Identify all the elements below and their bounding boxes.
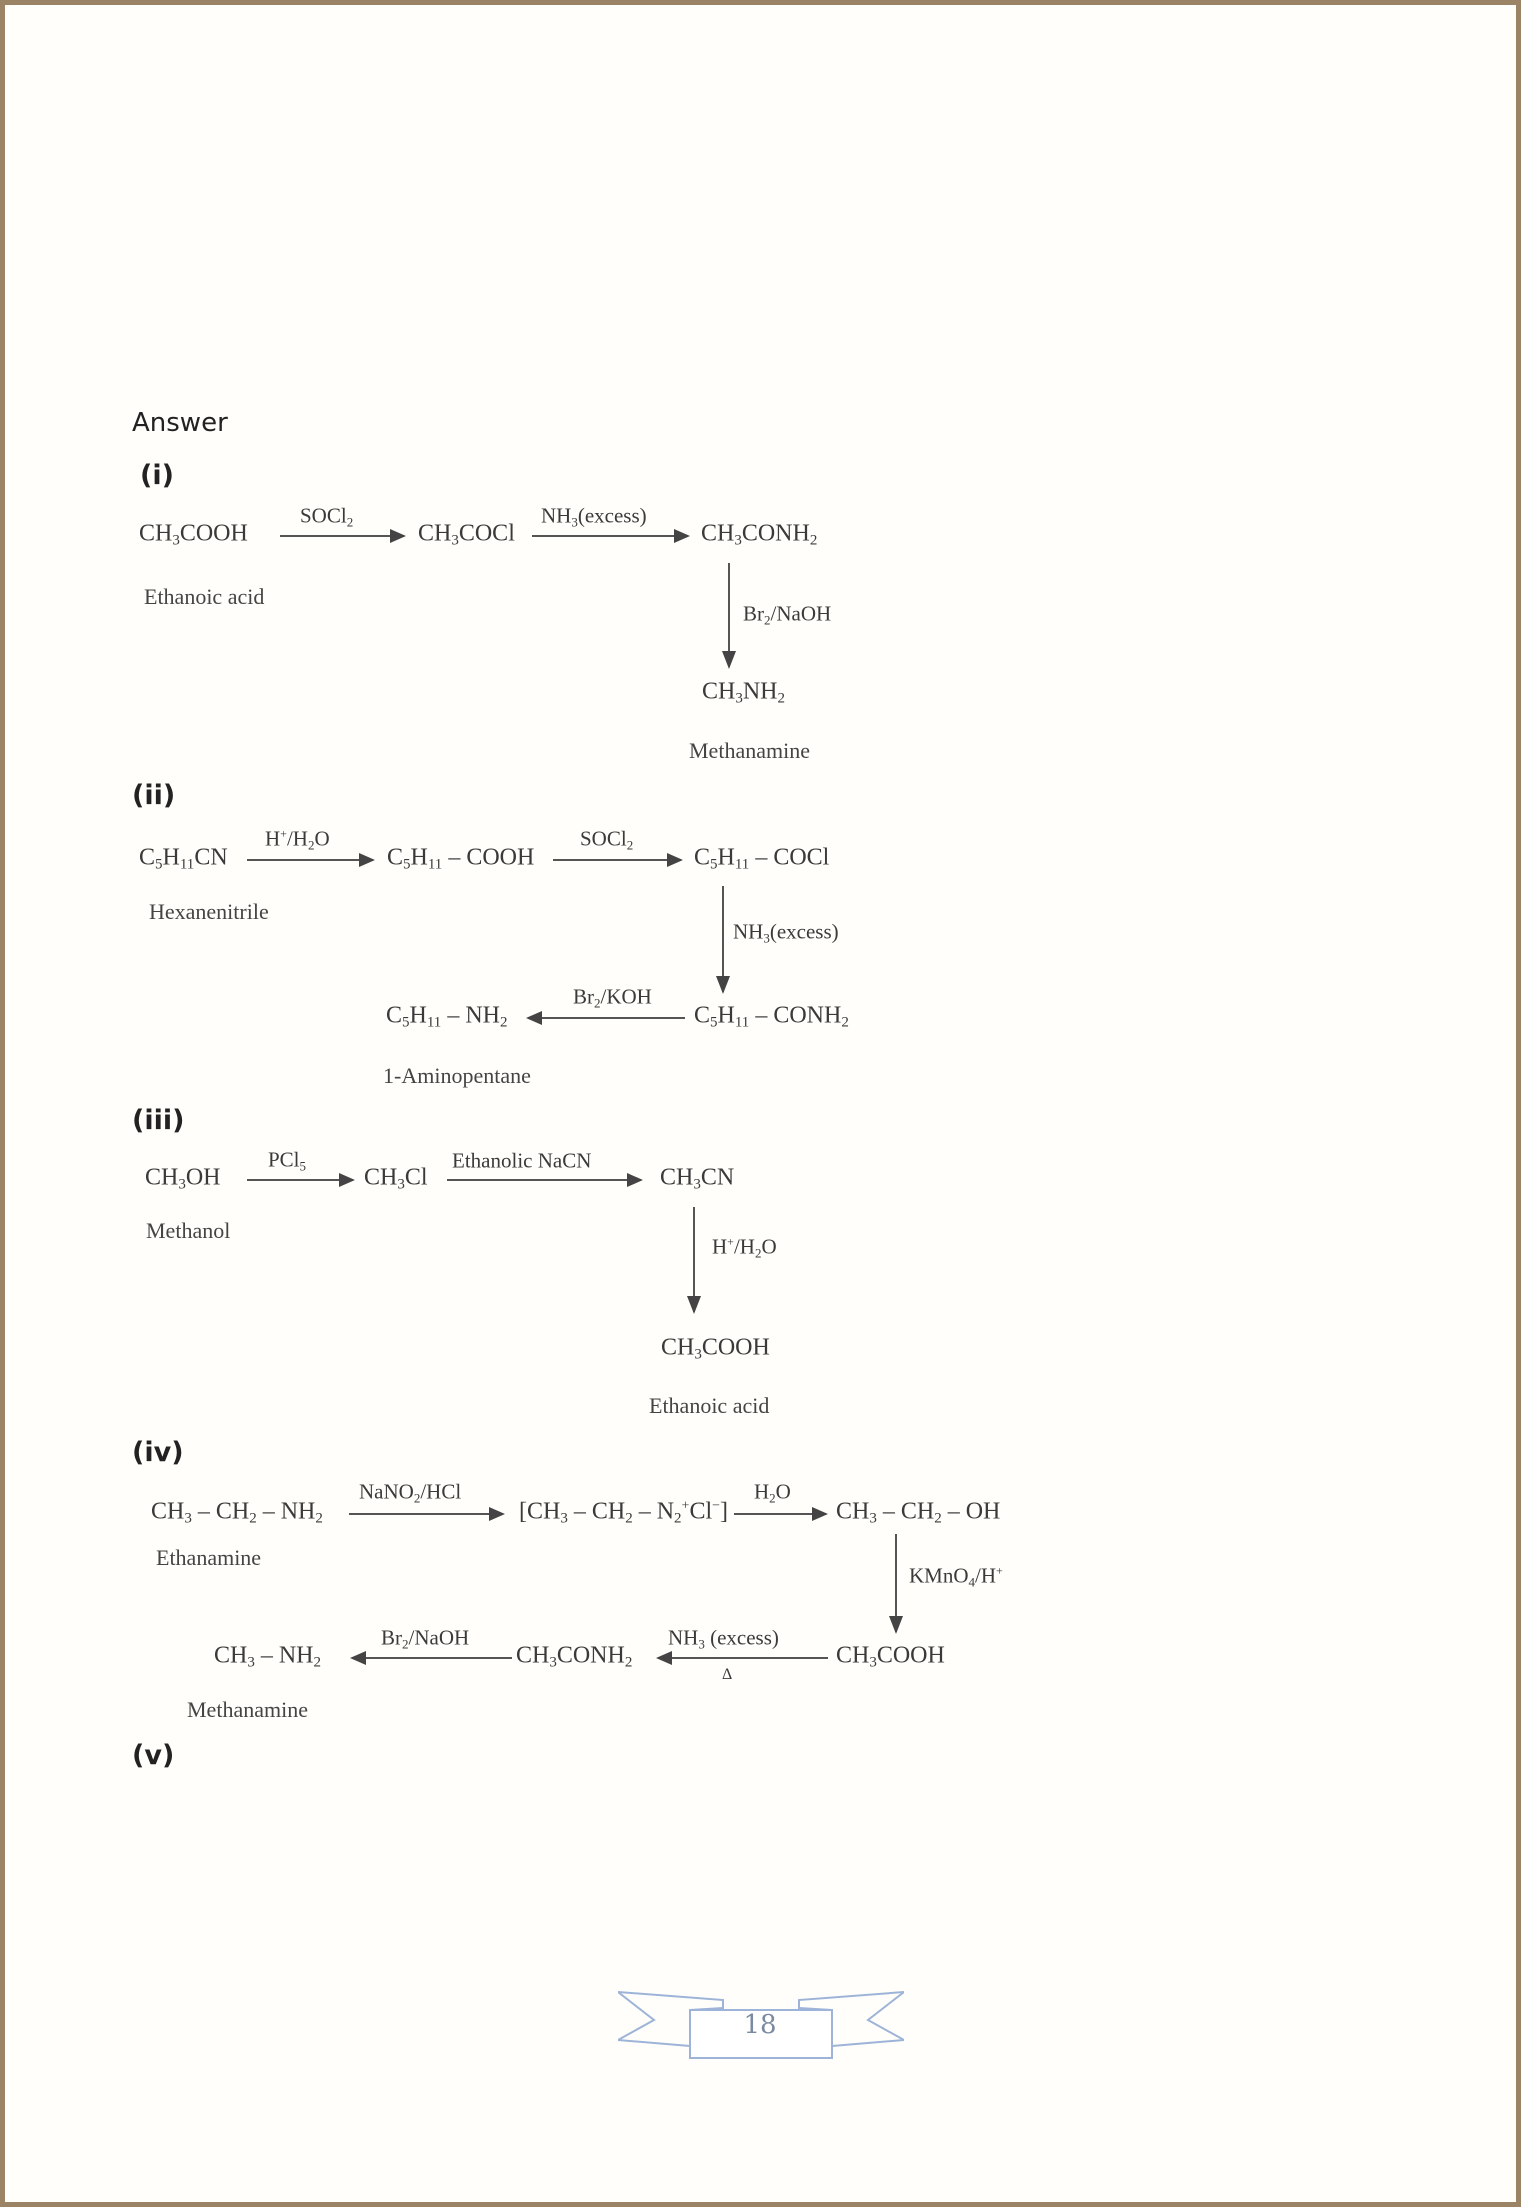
compound-hexanoyl-chloride: C5H11 – COCl [694, 844, 830, 873]
name-methanamine: Methanamine [187, 1697, 308, 1722]
reagent-h-plus-h2o: H+/H2O [265, 826, 330, 853]
reagent-pcl5: PCl5 [268, 1147, 307, 1174]
reagent-nh3-excess: NH3(excess) [541, 503, 647, 530]
compound-ethanamine: CH3 – CH2 – NH2 [151, 1498, 323, 1527]
reaction-arrow-left [350, 1651, 512, 1665]
answer-heading: Answer [132, 408, 228, 438]
reaction-arrow-down [687, 1207, 701, 1314]
section-label-ii: (ii) [132, 780, 176, 811]
name-1-aminopentane: 1-Aminopentane [383, 1063, 531, 1088]
reagent-socl2: SOCl2 [300, 503, 354, 530]
reagent-kmno4-h-plus: KMnO4/H+ [909, 1563, 1003, 1590]
reaction-arrow-right [532, 529, 690, 543]
name-ethanamine: Ethanamine [156, 1545, 262, 1570]
compound-methanamine: CH3NH2 [702, 678, 786, 707]
name-methanamine: Methanamine [689, 738, 810, 763]
name-ethanoic-acid: Ethanoic acid [649, 1393, 770, 1418]
name-methanol: Methanol [146, 1218, 231, 1243]
compound-ethanoic-acid: CH3COOH [836, 1642, 945, 1671]
reagent-br2-koh: Br2/KOH [573, 984, 652, 1011]
reagent-socl2: SOCl2 [580, 826, 634, 853]
compound-methanamine: CH3 – NH2 [214, 1642, 322, 1671]
reaction-arrow-right [734, 1507, 828, 1521]
reagent-h-plus-h2o: H+/H2O [712, 1234, 777, 1261]
section-label-iii: (iii) [132, 1105, 185, 1136]
compound-hexanenitrile: C5H11CN [139, 844, 228, 873]
reagent-h2o: H2O [754, 1479, 791, 1506]
reagent-heat: Δ [722, 1666, 733, 1683]
reagent-nano2-hcl: NaNO2/HCl [359, 1479, 462, 1506]
reaction-arrow-right [280, 529, 406, 543]
reaction-arrow-right [447, 1173, 643, 1187]
reaction-arrow-down [716, 886, 730, 994]
compound-ethanoic-acid: CH3COOH [139, 520, 248, 549]
page-number: 18 [743, 2010, 777, 2040]
compound-chloromethane: CH3Cl [364, 1164, 428, 1193]
compound-acetyl-chloride: CH3COCl [418, 520, 515, 549]
reagent-nh3-excess: NH3 (excess) [668, 1625, 779, 1652]
reaction-arrow-right [247, 1173, 355, 1187]
compound-ethanoic-acid: CH3COOH [661, 1334, 770, 1363]
compound-methanol: CH3OH [145, 1164, 221, 1193]
compound-acetonitrile: CH3CN [660, 1164, 735, 1193]
reagent-br2-naoh: Br2/NaOH [743, 601, 832, 628]
section-label-v: (v) [132, 1740, 175, 1771]
reagent-nh3-excess: NH3(excess) [733, 919, 839, 946]
compound-hexanoic-acid: C5H11 – COOH [387, 844, 535, 873]
compound-aminopentane: C5H11 – NH2 [386, 1002, 508, 1031]
reaction-arrow-right [553, 853, 683, 867]
compound-diazonium-salt: [CH3 – CH2 – N2+Cl−] [519, 1498, 729, 1527]
section-label-iv: (iv) [132, 1437, 184, 1468]
reagent-br2-naoh: Br2/NaOH [381, 1625, 470, 1652]
name-hexanenitrile: Hexanenitrile [149, 899, 269, 924]
reaction-arrow-right [247, 853, 375, 867]
reaction-arrow-right [349, 1507, 505, 1521]
reaction-arrow-left [656, 1651, 828, 1665]
reaction-arrow-left [526, 1011, 685, 1025]
compound-acetamide: CH3CONH2 [701, 520, 818, 549]
section-label-i: (i) [140, 460, 174, 491]
compound-acetamide: CH3CONH2 [516, 1642, 633, 1671]
reaction-arrow-down [722, 563, 736, 669]
ribbon-banner-icon [618, 1991, 904, 2059]
reaction-arrow-down [889, 1534, 903, 1634]
name-ethanoic-acid: Ethanoic acid [144, 584, 265, 609]
reagent-ethanolic-nacn: Ethanolic NaCN [452, 1148, 592, 1173]
compound-ethanol: CH3 – CH2 – OH [836, 1498, 1001, 1527]
compound-hexanamide: C5H11 – CONH2 [694, 1002, 849, 1031]
